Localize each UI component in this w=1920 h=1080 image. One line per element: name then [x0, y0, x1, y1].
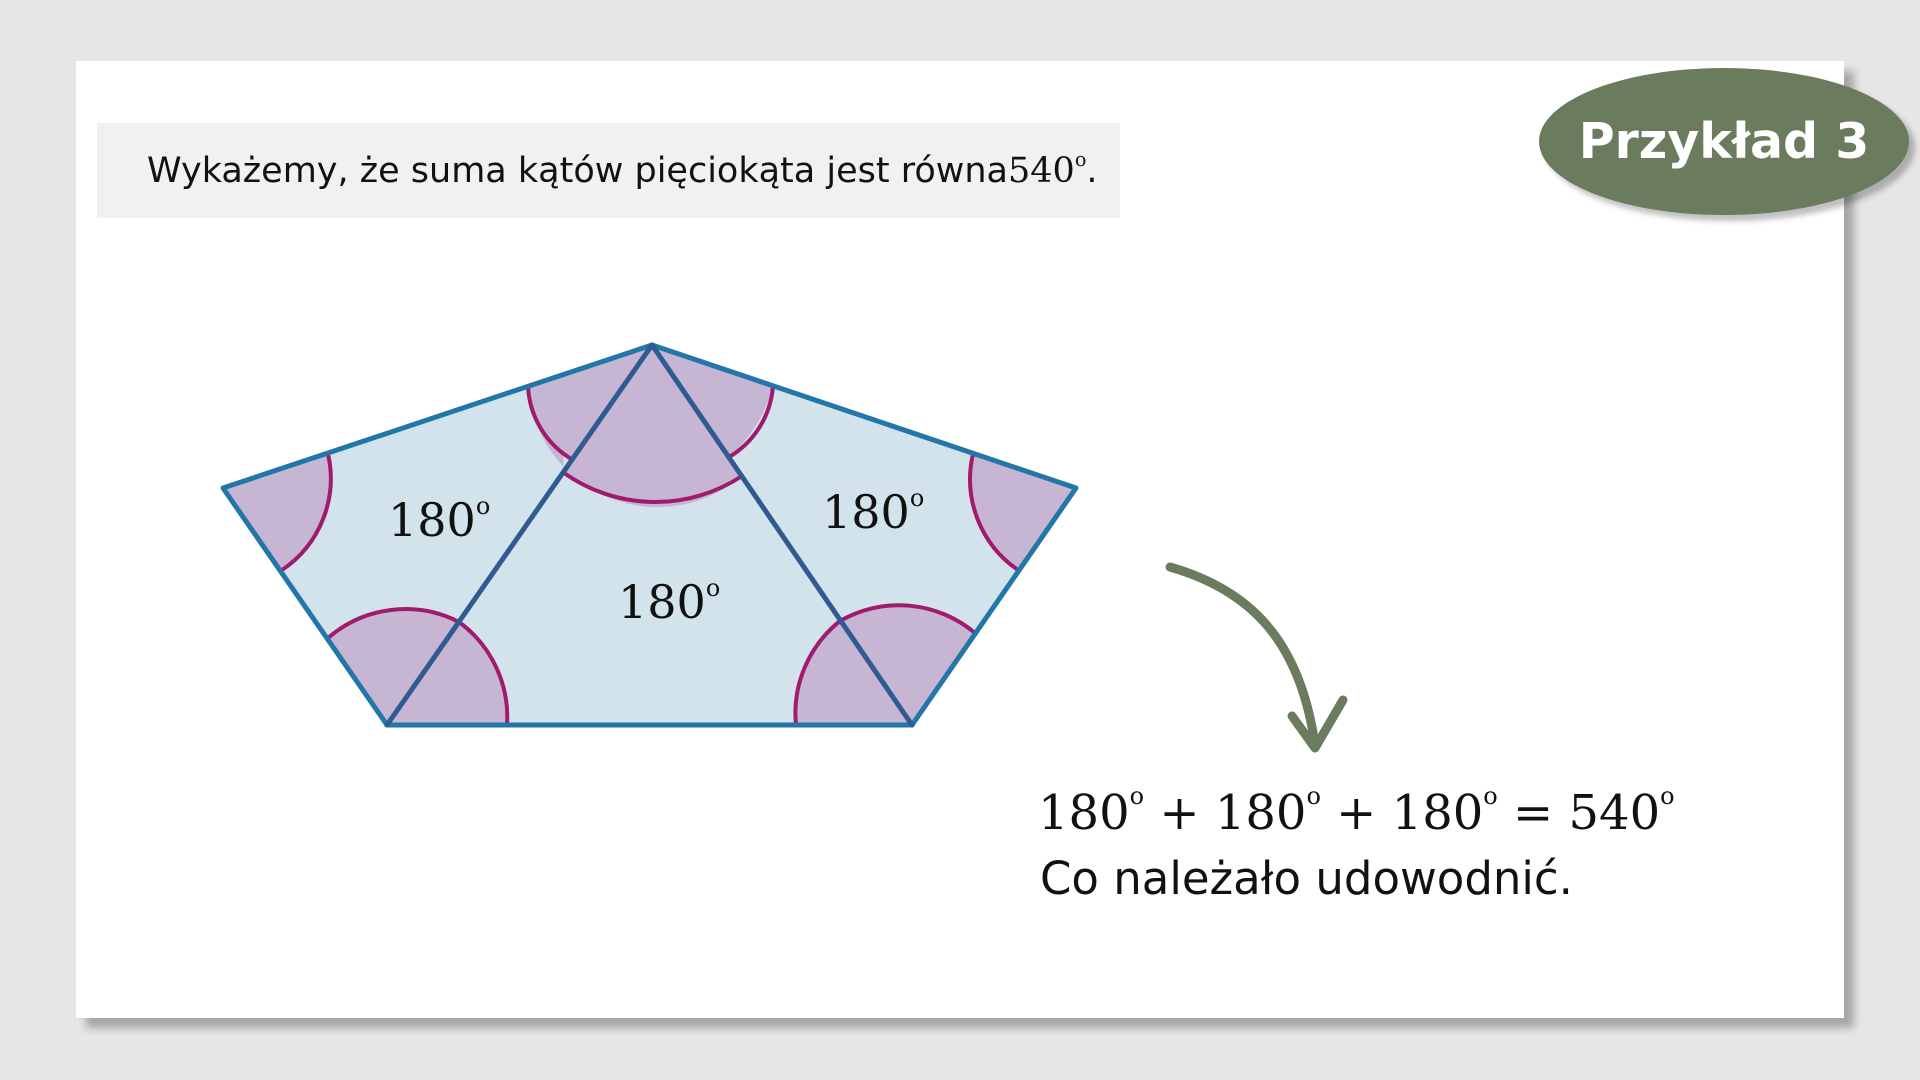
equation-plus-2: + [1336, 785, 1377, 841]
statement-end: . [1086, 150, 1098, 191]
equation-equals: = [1513, 785, 1554, 841]
angle-arc-left [280, 453, 333, 572]
curved-arrow [1165, 562, 1348, 753]
angle-arc-top-middle [562, 471, 744, 504]
example-badge: Przykład 3 [1539, 68, 1909, 215]
equation-term-3: 180o [1391, 781, 1498, 841]
angle-sector-left-vertex [223, 454, 331, 570]
angle-arc-top-right [727, 385, 775, 459]
diagonal-right [649, 342, 915, 728]
angle-arc-right [968, 453, 1020, 572]
angle-arc-bottom-left-inner [457, 620, 510, 726]
angle-sector-right-vertex [970, 454, 1076, 570]
triangle-label-left: 180o [388, 492, 490, 547]
angle-sector-top-apex [564, 345, 742, 502]
statement-text: Wykażemy, że suma kątów pięciokąta jest … [147, 150, 1008, 191]
angle-arc-bottom-right-outer [839, 603, 977, 635]
equation-plus-1: + [1159, 785, 1200, 841]
angle-arcs [280, 385, 1020, 726]
statement-value: 540o [1008, 147, 1087, 191]
sum-equation: 180o + 180o + 180o = 540o [1038, 781, 1675, 841]
equation-result: 540o [1568, 781, 1675, 841]
diagonal-left [384, 342, 655, 728]
angle-sector-bottom-left-vertex [328, 609, 508, 725]
equation-term-1: 180o [1038, 781, 1145, 841]
pentagon-outline [220, 342, 1079, 728]
arrow-shaft [1165, 562, 1320, 750]
triangle-label-right: 180o [822, 484, 924, 539]
angle-arc-top-left [526, 385, 574, 462]
angle-arc-bottom-left-outer [326, 607, 460, 640]
equation-term-2: 180o [1214, 781, 1321, 841]
angle-arc-bottom-right-inner [793, 619, 842, 726]
angle-sector-top-left-rim [528, 345, 652, 460]
statement-degree: o [1074, 147, 1087, 171]
triangle-label-middle: 180o [618, 574, 720, 629]
problem-statement: Wykażemy, że suma kątów pięciokąta jest … [97, 123, 1120, 218]
statement-value-number: 540 [1008, 150, 1075, 191]
example-badge-label: Przykład 3 [1578, 113, 1870, 170]
conclusion-text: Co należało udowodnić. [1040, 852, 1573, 905]
angle-sector-top-right-rim [652, 345, 773, 457]
arrow-head [1287, 695, 1348, 753]
